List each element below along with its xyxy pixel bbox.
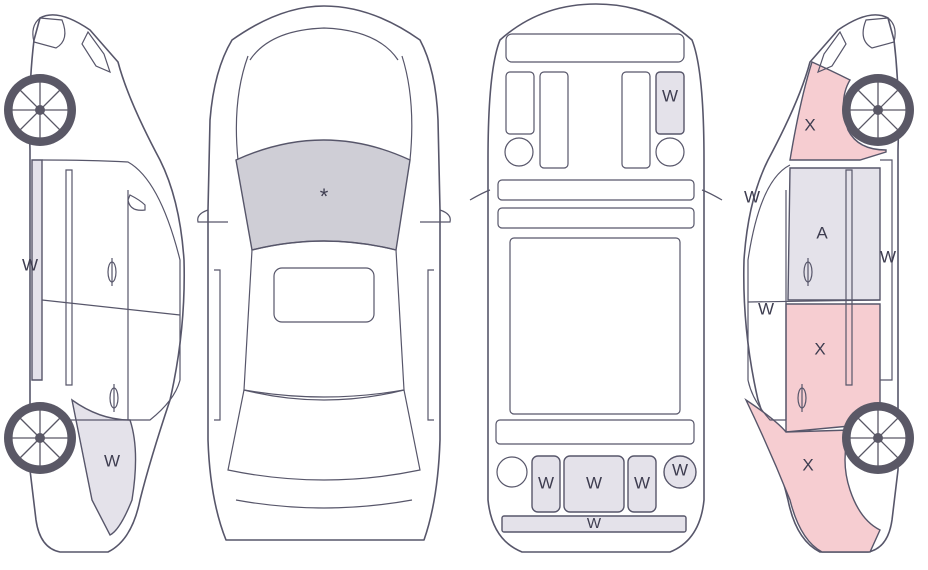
bottom-tail-circle-damage-mark: W — [672, 460, 688, 479]
bottom-bumper-damage-mark: W — [587, 515, 602, 532]
bottom-tail-panel-2[interactable] — [563, 455, 625, 513]
right-rear-quarter-damage-mark: X — [802, 455, 813, 474]
car-left-side-view: W W — [4, 14, 186, 553]
left-rear-door-handle-icon — [109, 384, 119, 412]
car-top-view: * — [197, 5, 451, 541]
right-front-wheel-icon — [842, 74, 914, 146]
right-mirror-damage-mark: W — [744, 187, 760, 206]
right-front-fender-damaged-panel[interactable] — [789, 61, 887, 161]
left-front-wheel-icon — [4, 74, 76, 146]
right-rear-door-damage-mark: X — [814, 339, 825, 358]
bottom-top-right-damage-mark: W — [662, 86, 678, 105]
left-door-shaded-panel[interactable] — [31, 159, 43, 381]
right-front-fender-damage-mark: X — [804, 115, 815, 134]
bottom-top-right-shaded-panel[interactable] — [655, 71, 685, 135]
right-front-door-damage-mark: A — [816, 223, 828, 242]
bottom-tail-3-damage-mark: W — [634, 473, 650, 492]
left-rear-quarter-shaded-panel[interactable] — [70, 398, 137, 536]
bottom-tail-circle-panel[interactable] — [663, 455, 697, 489]
right-lower-window-damage-mark: W — [758, 299, 774, 318]
bottom-tail-2-damage-mark: W — [586, 473, 602, 492]
right-front-door-shaded-panel[interactable] — [787, 167, 881, 301]
car-right-side-view: X W A W W X X — [742, 14, 914, 553]
bottom-bumper-panel[interactable] — [501, 515, 687, 533]
left-door-damage-mark: W — [22, 255, 38, 274]
left-rear-wheel-icon — [4, 402, 76, 474]
left-rear-quarter-damage-mark: W — [104, 451, 120, 470]
right-rear-wheel-icon — [842, 402, 914, 474]
bottom-tail-1-damage-mark: W — [538, 473, 554, 492]
car-bottom-view: W W W W W W — [469, 3, 723, 553]
left-front-door-handle-icon — [107, 258, 117, 286]
bottom-tail-panel-1[interactable] — [531, 455, 561, 513]
right-front-door-handle-icon — [803, 258, 813, 286]
right-rear-door-handle-icon — [797, 384, 807, 412]
bottom-tail-panel-3[interactable] — [627, 455, 657, 513]
right-door-edge-damage-mark: W — [880, 247, 896, 266]
windshield-damage-mark: * — [320, 184, 329, 209]
